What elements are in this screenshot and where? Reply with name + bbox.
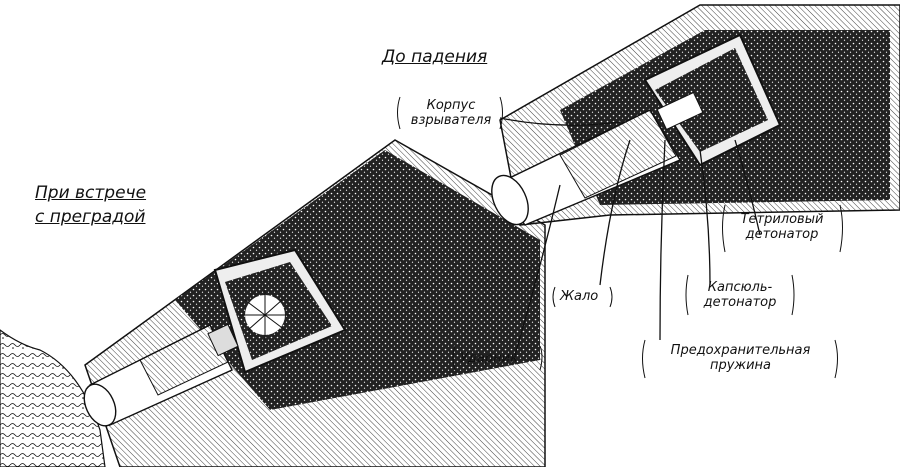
bomb-on-impact [83,139,546,467]
label-tetryl-detonator: Тетриловый детонатор [728,212,836,242]
label-primer-detonator: Капсюль- детонатор [690,280,790,310]
title-before-fall: До падения [382,47,488,67]
label-fuze-body-line2: взрывателя [410,113,492,128]
label-sting: Жало [560,289,599,304]
leader-lines [499,117,761,356]
title-on-impact-line1: При встрече [35,183,147,203]
label-primer-line1: Капсюль- [707,280,773,295]
label-fuze-body-line1: Корпус [426,98,476,113]
title-on-impact-line2: с преградой [35,207,146,227]
label-striker: Ударник [460,351,518,366]
bomb-before-fall [491,4,900,226]
label-tetryl-line1: Тетриловый [740,212,824,227]
label-spring-line1: Предохранительная [670,343,811,358]
label-brackets [397,96,843,379]
label-spring-line2: пружина [709,358,772,373]
label-primer-line2: детонатор [703,295,777,310]
label-tetryl-line2: детонатор [745,227,819,242]
label-safety-spring: Предохранительная пружина [648,343,833,373]
label-fuze-body: Корпус взрывателя [405,98,497,128]
